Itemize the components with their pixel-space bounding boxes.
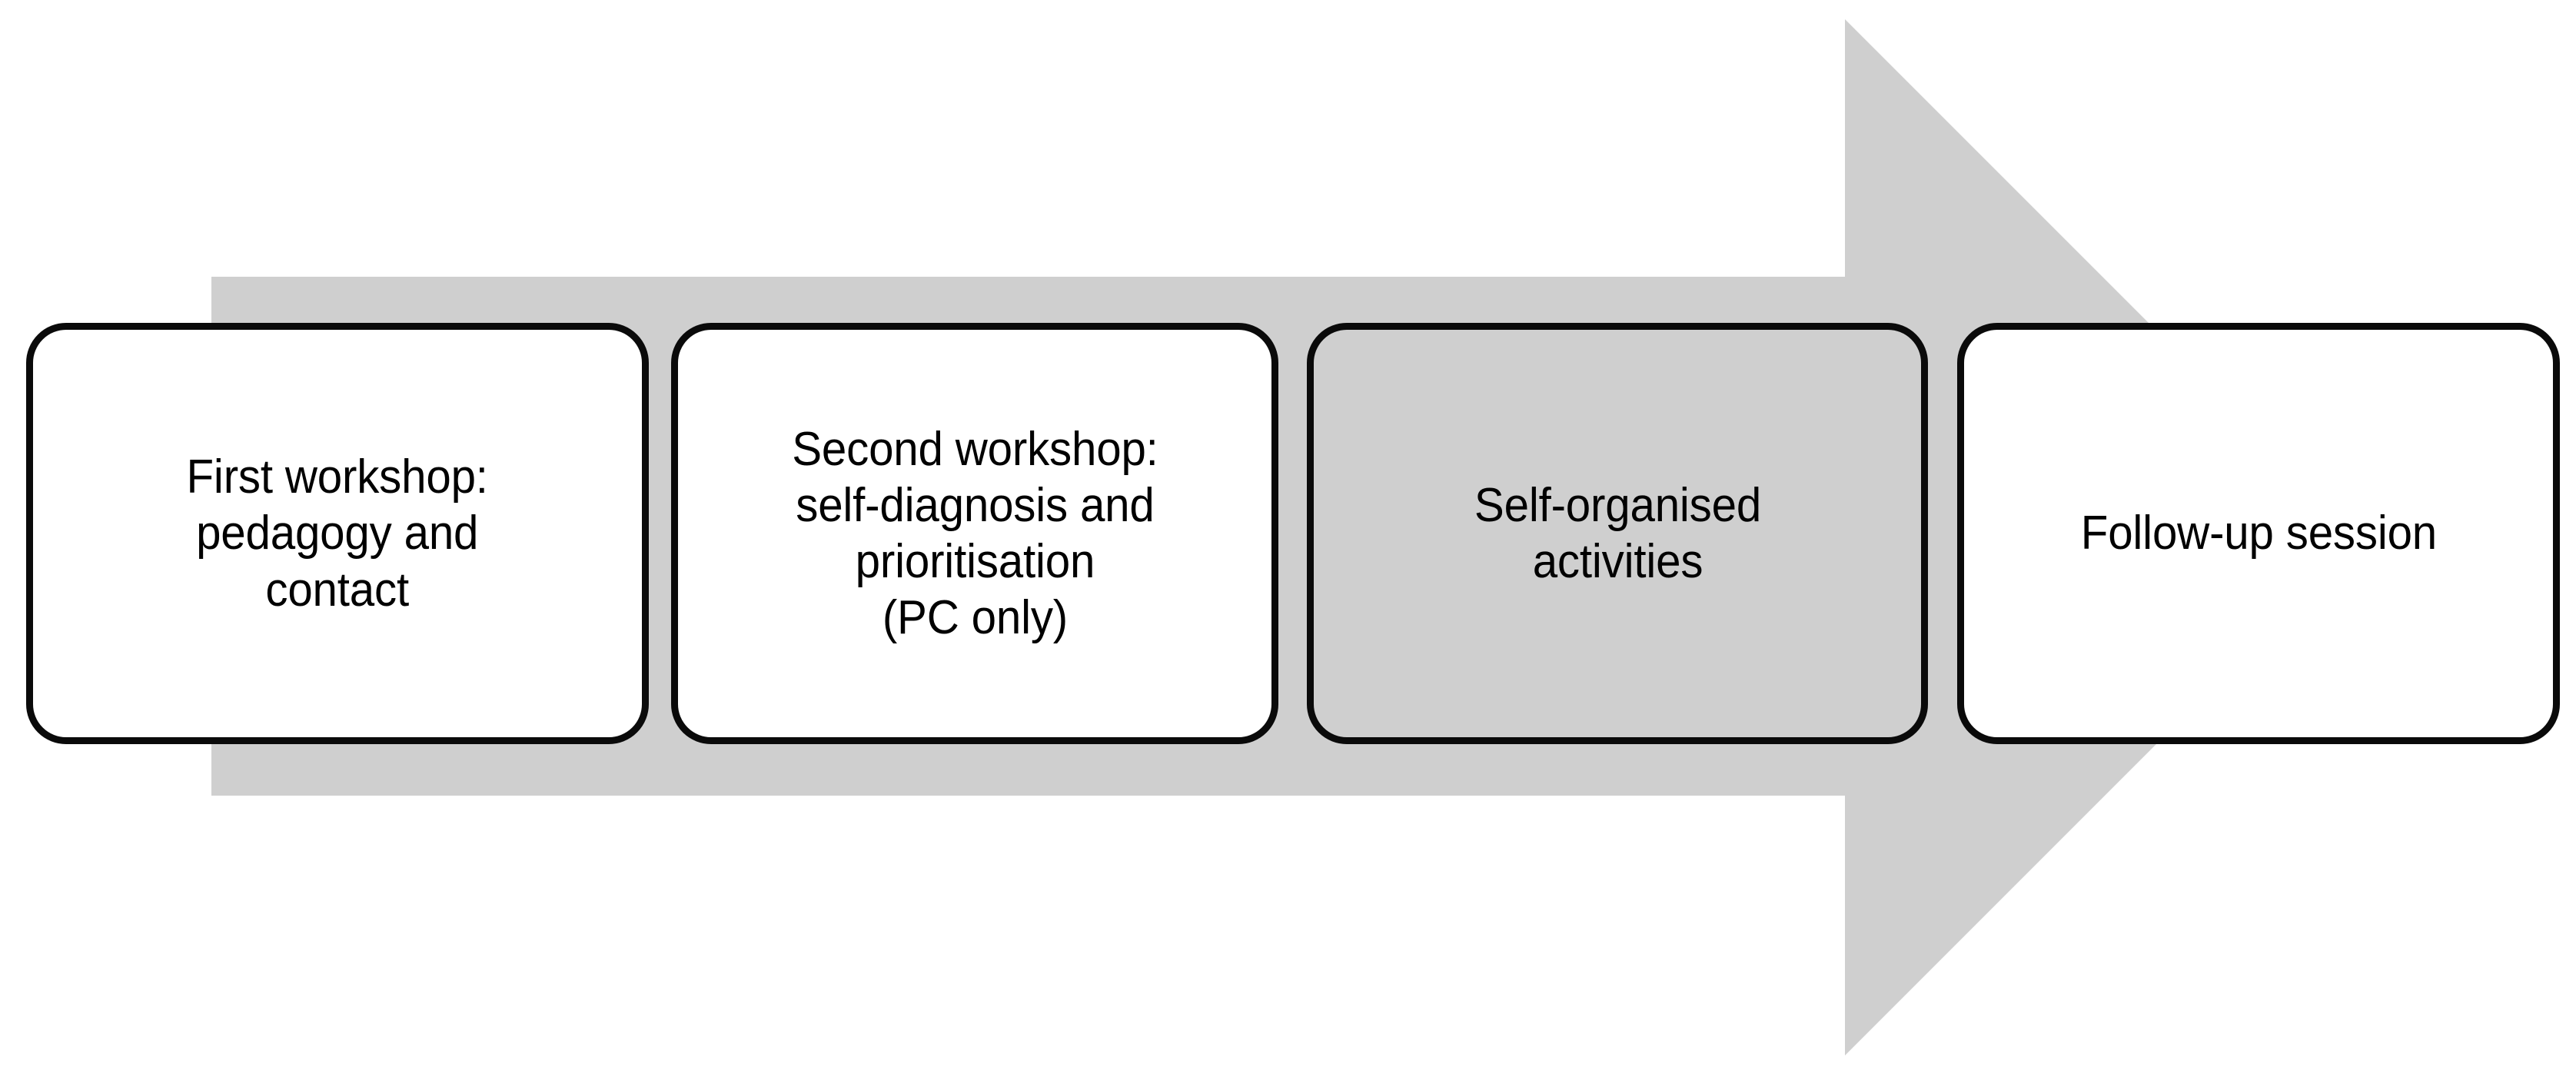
step-label-first-workshop: First workshop: pedagogy and contact — [186, 450, 489, 617]
step-box-second-workshop[interactable]: Second workshop: self-diagnosis and prio… — [671, 323, 1278, 744]
step-label-self-organised-activities: Self-organised activities — [1474, 478, 1761, 588]
step-box-follow-up-session[interactable]: Follow-up session — [1957, 323, 2560, 744]
step-label-second-workshop: Second workshop: self-diagnosis and prio… — [791, 422, 1158, 645]
step-box-first-workshop[interactable]: First workshop: pedagogy and contact — [26, 323, 649, 744]
step-label-follow-up-session: Follow-up session — [2080, 507, 2437, 560]
process-arrow-shape — [211, 19, 2363, 1055]
step-box-self-organised-activities[interactable]: Self-organised activities — [1307, 323, 1928, 744]
